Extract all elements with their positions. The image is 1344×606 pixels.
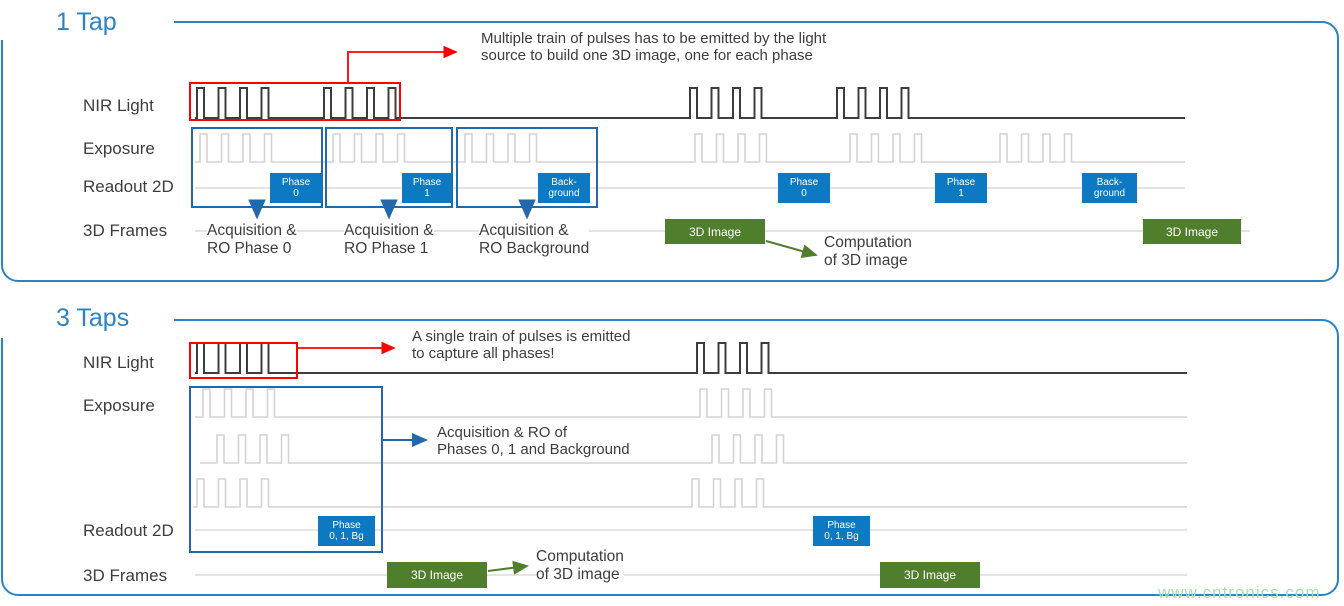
p2-row-label-readout: Readout 2D [83,521,174,540]
p1-acq-label-background: Acquisition & RO Background [479,222,590,258]
p2-acq-label: Acquisition & RO of Phases 0, 1 and Back… [437,424,630,458]
p1-row-label-readout: Readout 2D [83,177,174,196]
p1-badge-background-b: Back- ground [1082,173,1137,203]
watermark: www.cntronics.com [1158,583,1321,602]
p2-badge-phases-b: Phase 0, 1, Bg [813,516,870,546]
panel1-border [1,21,1339,282]
p2-row-label-frames: 3D Frames [83,566,168,585]
p2-row-label-nir: NIR Light [83,353,154,372]
p1-row-label-frames: 3D Frames [83,221,168,240]
p1-red-highlight-box [189,82,401,121]
p1-annotation: Multiple train of pulses has to be emitt… [481,30,827,64]
p2-exposure-wave-2 [200,434,1187,464]
p1-badge-phase1-a: Phase 1 [402,173,452,203]
p2-exposure-wave-1 [195,388,1187,418]
p1-acq-label-phase1: Acquisition & RO Phase 1 [344,222,434,258]
p2-green-arrow [487,560,529,575]
p2-3d-image-box-b: 3D Image [880,562,980,588]
p1-green-arrow [765,240,818,258]
p1-badge-phase0-b: Phase 0 [778,173,830,203]
p1-row-label-exposure: Exposure [83,139,155,158]
p2-acquisition-box [189,386,383,553]
p1-badge-phase0-a: Phase 0 [270,173,322,203]
panel2-title: 3 Taps [52,304,134,333]
panel2-border [1,319,1339,596]
p1-computation-label: Computation of 3D image [824,234,912,270]
p2-row-label-exposure: Exposure [83,396,155,415]
p1-row-label-nir: NIR Light [83,96,154,115]
p2-3d-image-box-a: 3D Image [387,562,487,588]
p2-nir-wave [195,342,1187,374]
p2-badge-phases-a: Phase 0, 1, Bg [318,516,375,546]
p1-nir-wave [195,87,1185,119]
p2-exposure-wave-3 [193,478,1187,508]
p1-3d-image-box-b: 3D Image [1143,219,1241,244]
p1-acq-label-phase0: Acquisition & RO Phase 0 [207,222,297,258]
p2-annotation: A single train of pulses is emitted to c… [412,328,631,362]
p1-3d-image-box-a: 3D Image [665,219,765,244]
p1-exposure-wave [195,133,1185,163]
p1-badge-phase1-b: Phase 1 [935,173,987,203]
panel1-title: 1 Tap [52,8,121,37]
p2-computation-label: Computation of 3D image [536,548,624,584]
p1-badge-background-a: Back- ground [538,173,590,203]
p2-red-highlight-box [189,342,298,379]
p1-red-arrow [347,45,458,82]
